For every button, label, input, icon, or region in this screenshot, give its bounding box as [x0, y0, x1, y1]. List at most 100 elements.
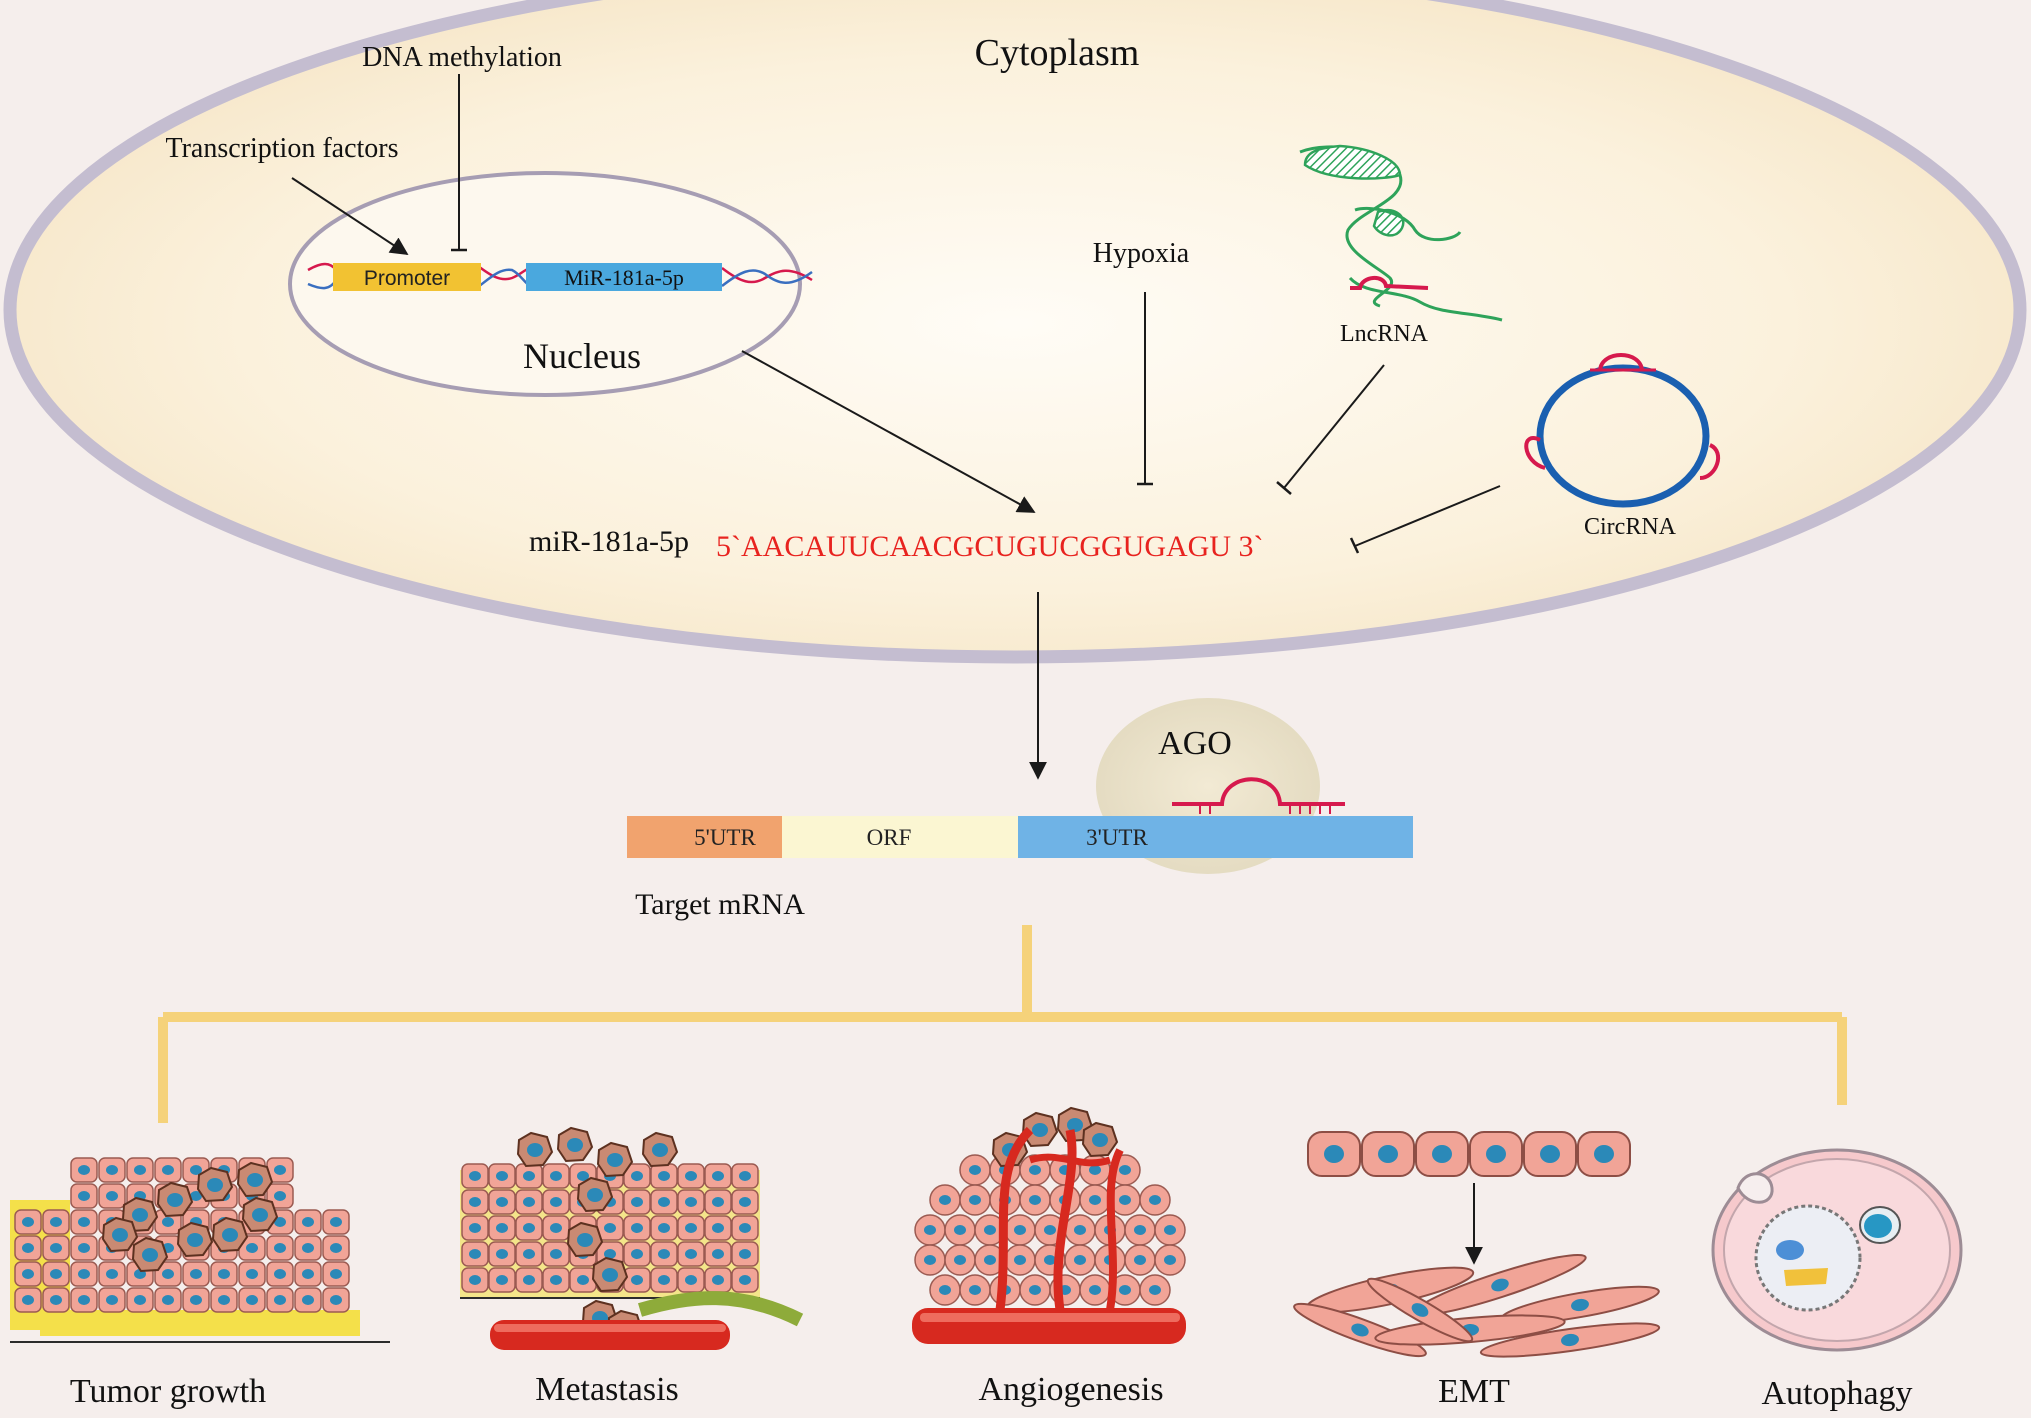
tumor-cell [461, 1163, 489, 1189]
tumor-cell [677, 1267, 705, 1293]
transcription-factors-label: Transcription factors [165, 133, 398, 164]
tumor-cell [70, 1209, 98, 1235]
tumor-cell [266, 1287, 294, 1313]
tumor-cell [70, 1235, 98, 1261]
tumor-cell [322, 1287, 350, 1313]
tumor-cell [959, 1184, 991, 1216]
tumor-cell [929, 1184, 961, 1216]
tumor-cell [461, 1241, 489, 1267]
tumor-cell [677, 1189, 705, 1215]
circrna-icon [1524, 353, 1721, 508]
cell-nucleus [1324, 1145, 1344, 1163]
tumor-cell [704, 1241, 732, 1267]
tumor-cell [731, 1189, 759, 1215]
emt-illustration [1293, 1131, 1661, 1358]
tumor-cell [1019, 1184, 1051, 1216]
tumor-cell [1124, 1244, 1156, 1276]
tumor-cell [154, 1287, 182, 1313]
tumor-cell [42, 1235, 70, 1261]
tumor-cell [488, 1189, 516, 1215]
tumor-cell [488, 1215, 516, 1241]
transcription-factors-arrow [291, 177, 409, 255]
tumor-cell [461, 1215, 489, 1241]
tumor-cell [1124, 1214, 1156, 1246]
tumor-cell [1004, 1244, 1036, 1276]
tumor-cell [929, 1274, 961, 1306]
tumor-cell [1154, 1244, 1186, 1276]
invading-cell [197, 1167, 233, 1202]
mir-gene-label: MiR-181a-5p [564, 265, 684, 290]
tumor-cell [914, 1214, 946, 1246]
metastasis-illustration [460, 1127, 804, 1350]
mirna-name: miR-181a-5p [529, 525, 689, 558]
tumor-cell [704, 1215, 732, 1241]
cell-nucleus [1561, 1333, 1579, 1347]
tumor-cell [461, 1267, 489, 1293]
tumor-cell [677, 1215, 705, 1241]
tumor-cell [542, 1215, 570, 1241]
lncrna-inhibit [1283, 364, 1385, 489]
invading-cell [242, 1197, 278, 1232]
tumor-cell [1079, 1274, 1111, 1306]
tumor-cell [731, 1215, 759, 1241]
tumor-cell [1082, 1122, 1118, 1157]
tumor-cell [623, 1267, 651, 1293]
tumor-cell [70, 1157, 98, 1183]
cell-nucleus [1594, 1145, 1614, 1163]
target-mrna-label: Target mRNA [635, 888, 805, 921]
cell-membrane [3, 0, 2027, 664]
tumor-cell [515, 1267, 543, 1293]
tumor-cell [294, 1261, 322, 1287]
tumor-cell [266, 1235, 294, 1261]
angiogenesis-illustration [912, 1107, 1186, 1344]
lncrna-icon [1299, 144, 1503, 322]
mirna-bound-icon [1172, 777, 1345, 814]
tumor-cell [731, 1163, 759, 1189]
tumor-cell [1154, 1214, 1186, 1246]
tumor-cell [488, 1267, 516, 1293]
tumor-cell [959, 1274, 991, 1306]
tumor-cell [650, 1189, 678, 1215]
tumor-cell [1019, 1274, 1051, 1306]
tumor-cell [959, 1154, 991, 1186]
mirna-sequence: 5`AACAUUCAACGCUGUCGGUGAGU 3` [716, 530, 1264, 563]
cell-nucleus [1486, 1145, 1506, 1163]
tumor-cell [542, 1189, 570, 1215]
cell-nucleus [1411, 1303, 1429, 1317]
tumor-cell [294, 1235, 322, 1261]
nucleus-to-mirna-arrow [741, 350, 1036, 513]
tumor-cell [238, 1261, 266, 1287]
utr3-segment [1018, 816, 1413, 858]
ago-label: AGO [1158, 725, 1232, 762]
metastatic-cell [577, 1177, 613, 1212]
tumor-cell [650, 1241, 678, 1267]
metastatic-cell [517, 1132, 553, 1167]
metastasis-vessel [490, 1291, 804, 1350]
tumor-cell [623, 1189, 651, 1215]
tumor-cell [126, 1157, 154, 1183]
tumor-cell [569, 1267, 597, 1293]
tumor-cell [294, 1209, 322, 1235]
metastatic-cell [567, 1222, 603, 1257]
tumor-cell [650, 1163, 678, 1189]
tumor-cell [1139, 1274, 1171, 1306]
metastatic-cell [597, 1142, 633, 1177]
tumor-cell [182, 1261, 210, 1287]
tumor-cell [1064, 1244, 1096, 1276]
tumor-cell [677, 1163, 705, 1189]
tumor-cell [731, 1267, 759, 1293]
tumor-cell [1004, 1214, 1036, 1246]
circrna-tbar [1349, 537, 1360, 554]
outcome-label-emt: EMT [1438, 1373, 1510, 1410]
tumor-cell [70, 1287, 98, 1313]
promoter-box [333, 263, 481, 291]
tumor-cell [944, 1214, 976, 1246]
tumor-cell [1079, 1184, 1111, 1216]
tumor-cell [70, 1183, 98, 1209]
tumor-cell [623, 1241, 651, 1267]
cell-nucleus [1540, 1145, 1560, 1163]
tumor-cell [515, 1241, 543, 1267]
mir-gene-box [526, 263, 722, 291]
outcome-bracket [158, 925, 1847, 1123]
outcome-label-tumor-growth: Tumor growth [70, 1373, 266, 1410]
